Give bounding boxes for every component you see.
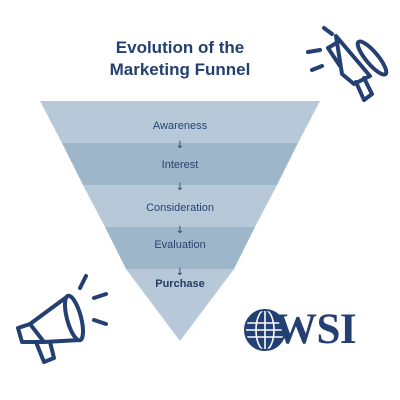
title-line-1: Evolution of the [115,38,245,57]
logo-text: WSI [274,306,357,353]
funnel-band-evaluation [105,227,255,269]
title-line-2: Marketing Funnel [109,60,251,79]
megaphone-icon [306,26,389,102]
stage-label-evaluation: Evaluation [154,239,205,251]
down-arrow-icon: ↓ [176,140,184,151]
down-arrow-icon: ↓ [176,267,184,278]
funnel-band-interest [62,143,298,185]
wsi-logo: WSI [242,305,382,355]
stage-label-consideration: Consideration [146,202,214,214]
megaphone-icon [16,274,108,364]
stage-label-interest: Interest [162,159,199,171]
funnel-band-awareness [40,101,320,143]
down-arrow-icon: ↓ [176,182,184,193]
stage-label-awareness: Awareness [153,120,208,132]
globe-icon [244,309,286,351]
down-arrow-icon: ↓ [176,225,184,236]
funnel-band-purchase [126,269,234,341]
stage-label-purchase: Purchase [155,278,205,290]
funnel-band-consideration [83,185,277,227]
diagram-title: Evolution of the Marketing Funnel [40,37,320,81]
